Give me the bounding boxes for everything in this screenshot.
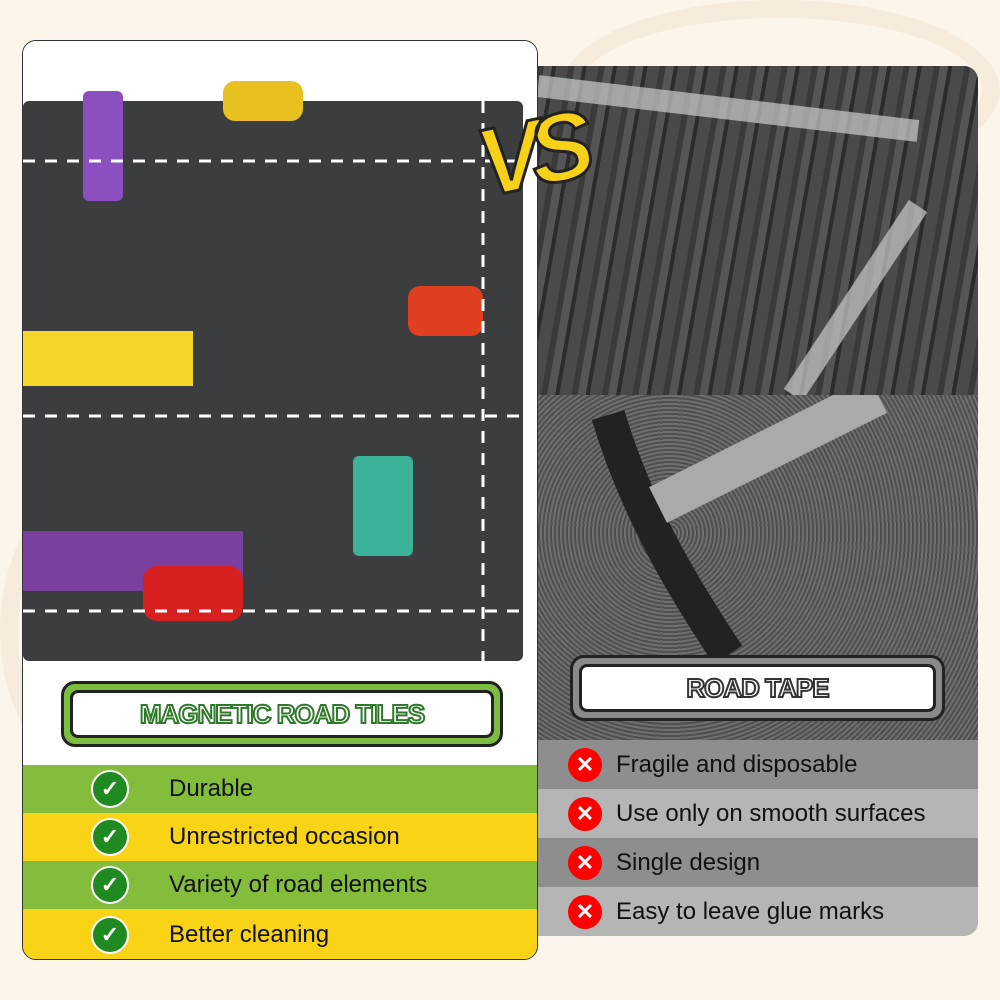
tiles-illustration [23,81,523,661]
check-icon: ✓ [91,866,129,904]
check-icon: ✓ [91,770,129,808]
cross-icon: ✕ [568,796,602,831]
pro-item: ✓ Better cleaning [23,909,537,959]
cross-icon: ✕ [568,747,602,782]
cross-icon: ✕ [568,845,602,880]
magnetic-road-tiles-label: MAGNETIC ROAD TILES [61,681,503,747]
con-text: Use only on smooth surfaces [616,799,926,827]
magnetic-tiles-panel: MAGNETIC ROAD TILES ✓ Durable ✓ Unrestrict… [22,40,538,960]
pro-text: Durable [169,775,254,802]
label-text: MAGNETIC ROAD TILES [139,698,426,730]
pro-item: ✓ Variety of road elements [23,861,537,909]
con-item: ✕ Use only on smooth surfaces [538,789,978,838]
road-tape-panel: ROAD TAPE ✕ Fragile and disposable ✕ Use o… [538,66,978,936]
label-text: ROAD TAPE [685,672,830,704]
cross-icon: ✕ [568,894,602,929]
road-tape-label: ROAD TAPE [570,655,945,721]
pro-item: ✓ Durable [23,765,537,813]
con-item: ✕ Fragile and disposable [538,740,978,789]
road-tape-on-wood-photo [538,66,978,402]
pro-text: Variety of road elements [169,871,428,898]
pro-item: ✓ Unrestricted occasion [23,813,537,861]
con-item: ✕ Single design [538,838,978,887]
vs-badge: VS [466,90,593,219]
con-text: Fragile and disposable [616,750,858,778]
pro-text: Unrestricted occasion [169,823,400,850]
con-item: ✕ Easy to leave glue marks [538,887,978,936]
con-text: Easy to leave glue marks [616,897,885,925]
con-text: Single design [616,848,761,876]
check-icon: ✓ [91,916,129,954]
magnetic-tiles-photo [23,41,537,666]
pro-text: Better cleaning [169,921,330,948]
check-icon: ✓ [91,818,129,856]
